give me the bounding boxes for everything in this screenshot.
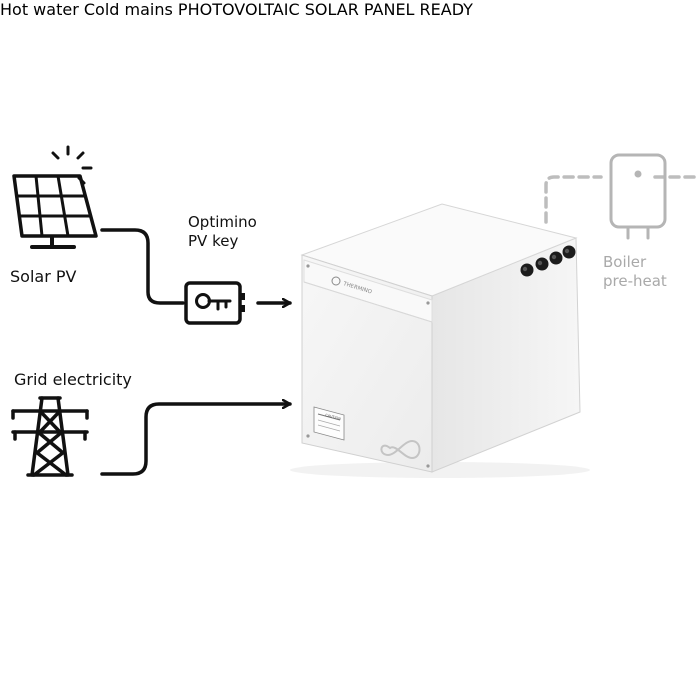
label-boiler-line2: pre-heat: [603, 272, 667, 290]
label-cold-mains: Cold mains: [83, 0, 173, 19]
label-boiler-line1: Boiler: [603, 253, 647, 271]
label-grid-electricity: Grid electricity: [14, 370, 132, 389]
label-solar-pv: Solar PV: [10, 267, 77, 286]
svg-text:CAUTION: CAUTION: [325, 413, 342, 421]
connector-hot-water: Hot water Cold mains PHOTOVOLTAIC SOLAR …: [0, 0, 667, 290]
label-optimino-line1: Optimino: [188, 213, 257, 231]
connector-solar-to-key: [100, 228, 185, 305]
pv-key-icon: [184, 281, 245, 325]
solar-panel-icon: [12, 145, 98, 249]
label-boiler-pre-heat: Boiler pre-heat: [603, 253, 667, 291]
pylon-icon: [11, 396, 89, 477]
label-optimino-line2: PV key: [188, 232, 239, 250]
label-optimino-pv-key: Optimino PV key: [188, 213, 257, 251]
thermal-store-unit: THERMINO CAUTION: [290, 203, 590, 478]
connector-cold-mains: Cold mains PHOTOVOLTAIC SOLAR PANEL READ…: [83, 0, 667, 290]
connector-boiler-dashed: [544, 175, 697, 224]
label-hot-water: Hot water: [0, 0, 79, 19]
connector-grid-to-unit: [100, 404, 292, 476]
caution-label: CAUTION: [313, 406, 345, 441]
infinity-logo-icon: [380, 439, 421, 460]
solar-ready-badge: PHOTOVOLTAIC SOLAR PANEL READY: [177, 0, 473, 19]
boiler-icon: [609, 153, 667, 240]
pipe-ports: [520, 245, 576, 277]
